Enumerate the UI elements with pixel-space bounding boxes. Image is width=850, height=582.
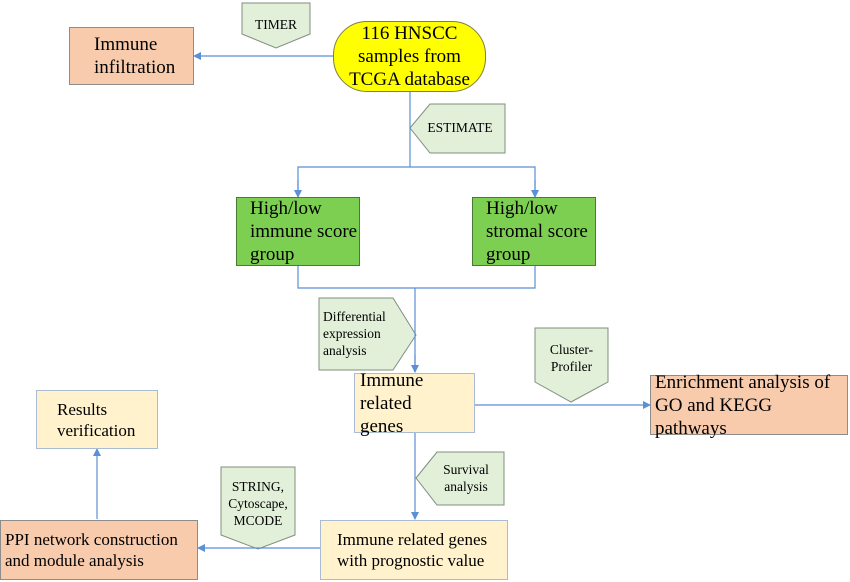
timer-tag-label: TIMER <box>255 17 297 32</box>
timer-tag-shape <box>241 2 311 49</box>
stromal-score-group-node: High/low stromal score group <box>472 197 596 266</box>
cluster-profiler-tag-shape <box>534 327 609 403</box>
immune-score-group-node: High/low immune score group <box>236 197 360 266</box>
immune-genes-node: Immune related genes <box>354 370 475 437</box>
immune-infiltration-node: Immune infiltration <box>69 27 194 85</box>
string-tag-shape <box>220 466 296 550</box>
estimate-tag-label: ESTIMATE <box>427 120 493 135</box>
differential-tag-label: Differential expression analysis <box>323 309 386 358</box>
survival-tag-label: Survival analysis <box>443 462 489 494</box>
source-node: 116 HNSCC samples from TCGA database <box>333 21 486 92</box>
prognostic-genes-node: Immune related genes with prognostic val… <box>320 520 508 580</box>
cluster-profiler-tag-label: Cluster- Profiler <box>549 342 594 374</box>
estimate-tag-shape <box>409 103 506 154</box>
differential-tag-shape <box>318 297 417 371</box>
survival-tag-shape <box>415 451 505 506</box>
results-verification-node: Results verification <box>36 390 158 449</box>
ppi-node: PPI network construction and module anal… <box>0 520 198 580</box>
enrichment-node: Enrichment analysis of GO and KEGG pathw… <box>650 372 848 439</box>
string-tag-label: STRING, Cytoscape, MCODE <box>228 479 288 528</box>
